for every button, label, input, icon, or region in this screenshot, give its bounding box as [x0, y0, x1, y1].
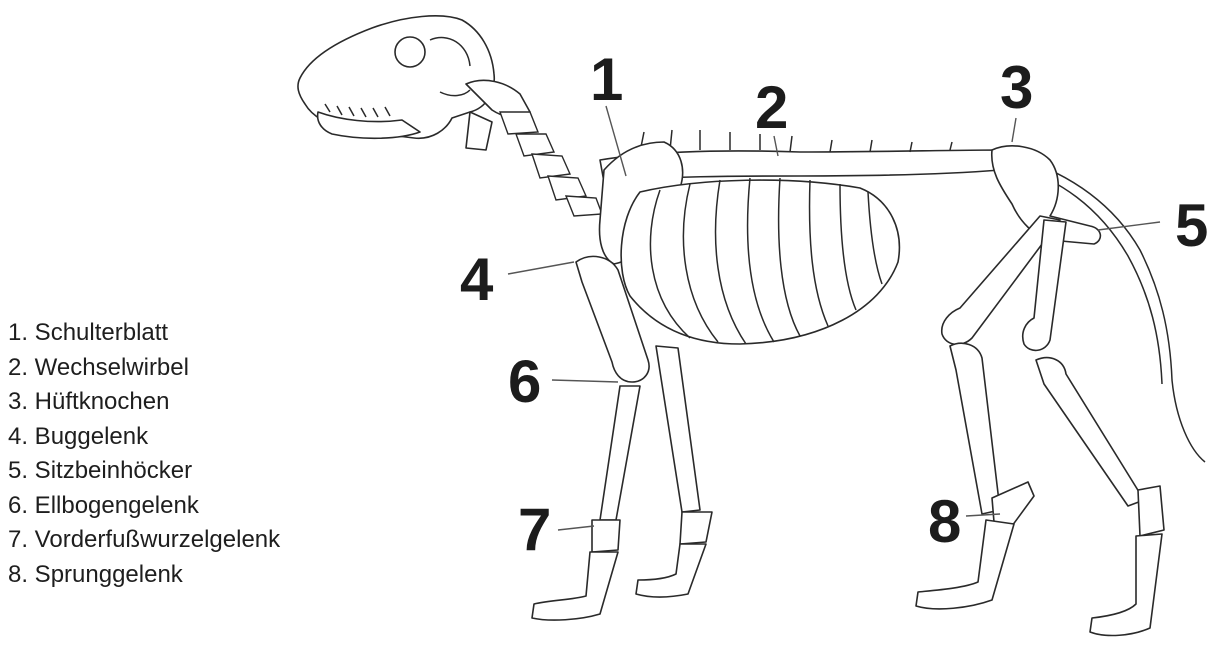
marker-3: 3 — [1000, 58, 1033, 118]
marker-7: 7 — [518, 500, 551, 560]
legend-item-2: 2. Wechselwirbel — [8, 351, 280, 386]
marker-5: 5 — [1175, 196, 1208, 256]
marker-2: 2 — [755, 78, 788, 138]
marker-4: 4 — [460, 250, 493, 310]
ribcage — [621, 178, 899, 344]
legend-item-8: 8. Sprunggelenk — [8, 558, 280, 593]
marker-8: 8 — [928, 492, 961, 552]
legend-item-4: 4. Buggelenk — [8, 420, 280, 455]
marker-1: 1 — [590, 50, 623, 110]
hind-legs — [916, 216, 1164, 635]
legend-item-3: 3. Hüftknochen — [8, 385, 280, 420]
legend-item-5: 5. Sitzbeinhöcker — [8, 454, 280, 489]
marker-6: 6 — [508, 352, 541, 412]
skull — [298, 16, 494, 138]
neck-vertebrae — [466, 80, 602, 216]
legend-item-6: 6. Ellbogengelenk — [8, 489, 280, 524]
legend: 1. Schulterblatt 2. Wechselwirbel 3. Hüf… — [8, 316, 280, 592]
legend-item-7: 7. Vorderfußwurzelgelenk — [8, 523, 280, 558]
legend-item-1: 1. Schulterblatt — [8, 316, 280, 351]
